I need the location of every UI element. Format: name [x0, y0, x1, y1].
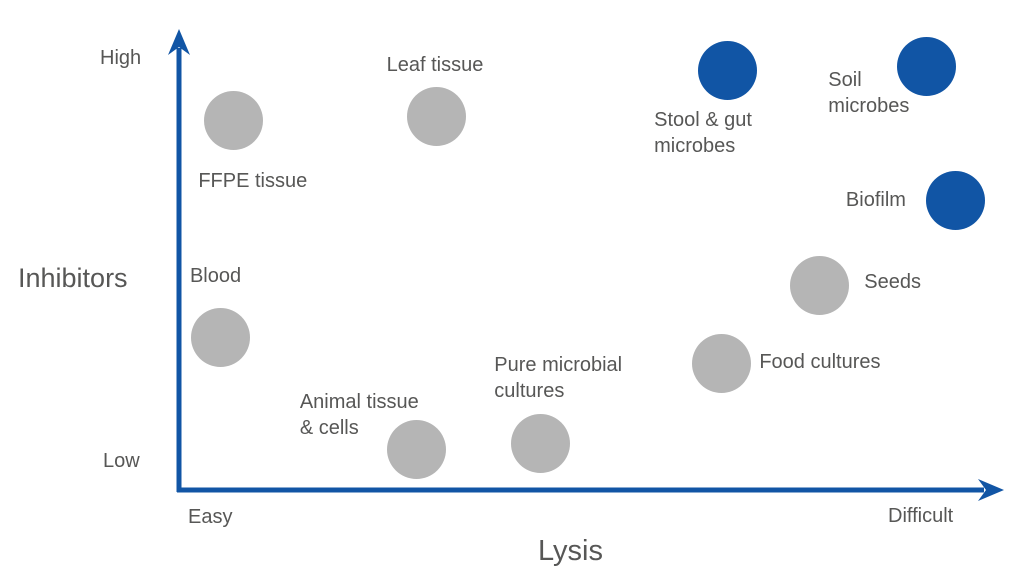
bubble-blood [191, 307, 251, 367]
bubble-label-biofilm: Biofilm [845, 188, 906, 211]
bubble-label-pure-microbial-cultures: Pure microbial cultures [494, 353, 623, 402]
x-axis-tick-difficult: Difficult [888, 505, 954, 527]
bubble-leaf-tissue [407, 87, 467, 147]
y-axis-tick-low: Low [103, 450, 140, 472]
bubble-stool-gut-microbes [697, 40, 757, 100]
x-axis-tick-easy: Easy [188, 506, 233, 528]
bubble-label-animal-tissue-cells: Animal tissue & cells [299, 391, 419, 440]
bubble-soil-microbes [896, 37, 956, 97]
bubble-seeds [789, 255, 849, 315]
bubble-label-blood: Blood [189, 265, 242, 288]
y-axis-arrowhead [168, 29, 190, 55]
bubble-animal-tissue-cells [387, 419, 447, 479]
bubble-biofilm [926, 171, 986, 231]
y-axis-title: Inhibitors [18, 263, 128, 293]
x-axis-title: Lysis [538, 535, 603, 567]
bubble-label-seeds: Seeds [864, 271, 921, 294]
bubble-label-leaf-tissue: Leaf tissue [386, 53, 484, 76]
bubble-label-soil-microbes: Soil microbes [828, 68, 910, 117]
bubble-ffpe-tissue [203, 90, 263, 150]
y-axis-tick-high: High [100, 47, 142, 69]
bubble-label-stool-gut-microbes: Stool & gut microbes [654, 109, 752, 158]
bubble-label-ffpe-tissue: FFPE tissue [198, 170, 308, 193]
bubble-food-cultures [691, 333, 751, 393]
bubble-pure-microbial-cultures [510, 414, 570, 474]
x-axis-arrowhead [978, 479, 1004, 501]
bubble-label-food-cultures: Food cultures [759, 351, 881, 374]
